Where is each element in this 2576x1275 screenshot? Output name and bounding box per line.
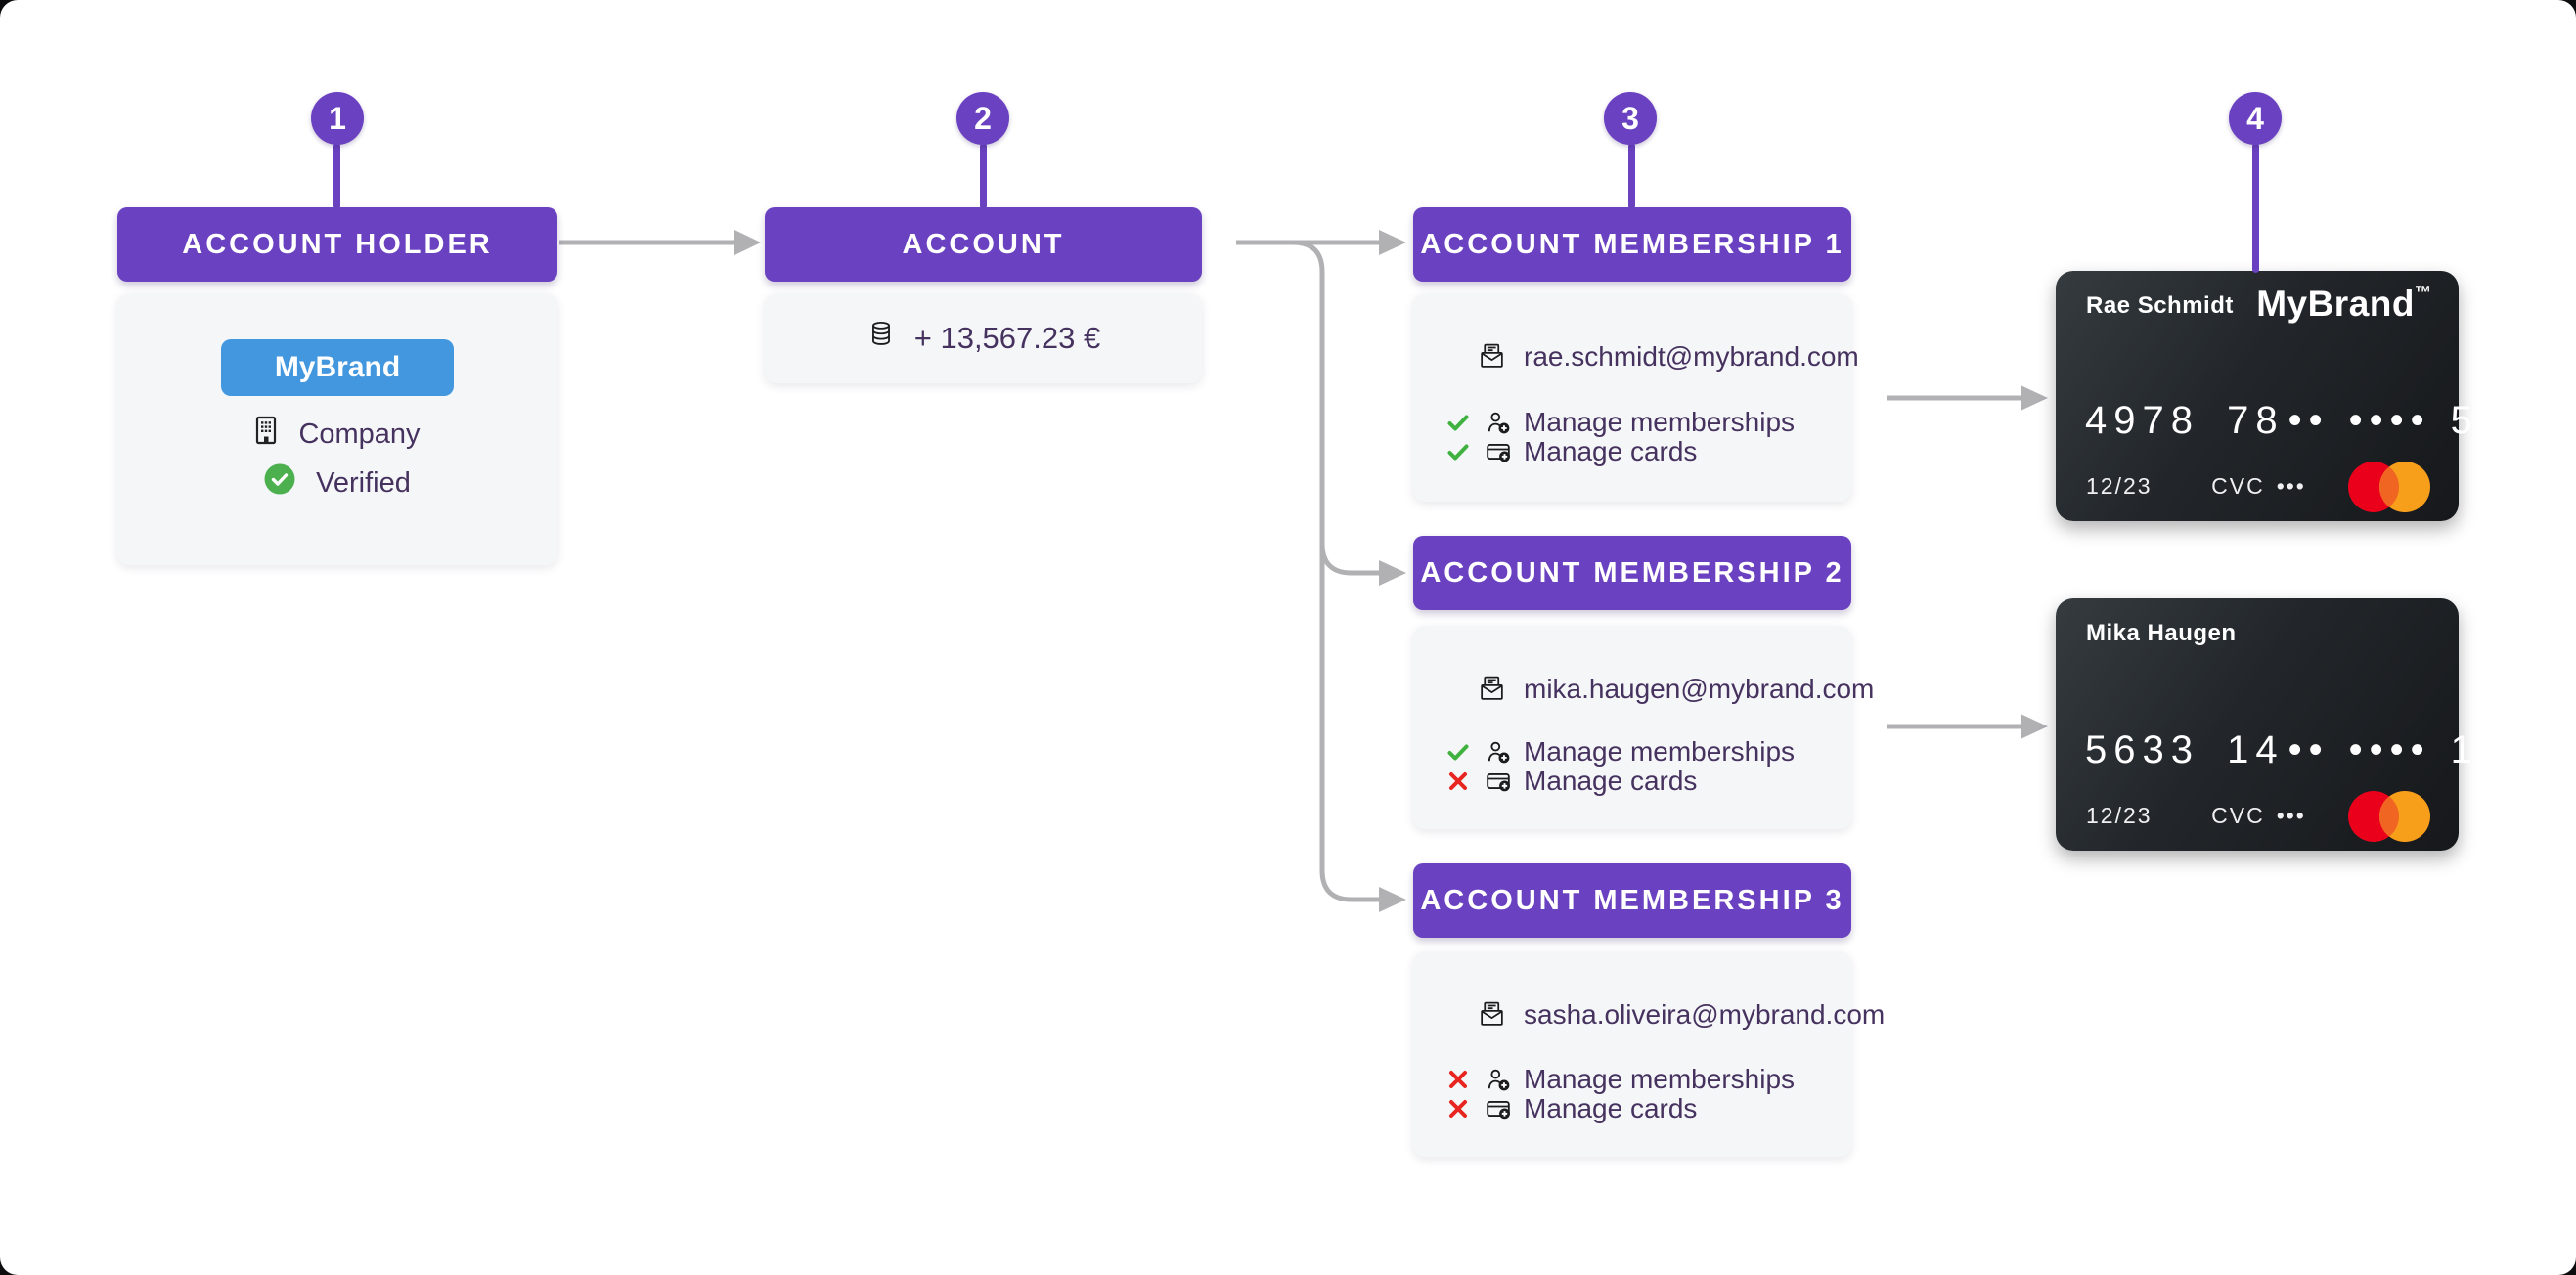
person-plus-icon xyxy=(1486,1067,1511,1097)
envelope-icon xyxy=(1478,675,1506,708)
step-badge-4: 4 xyxy=(2229,92,2282,145)
membership-3-title: ACCOUNT MEMBERSHIP 3 xyxy=(1420,884,1844,916)
card-1-brand-name: MyBrand xyxy=(2256,284,2415,324)
membership-1-header: ACCOUNT MEMBERSHIP 1 xyxy=(1413,207,1851,282)
building-icon xyxy=(254,415,278,454)
membership-3-perm-cards: Manage cards xyxy=(1413,1093,1851,1126)
balance-row: + 13,567.23 € xyxy=(765,293,1202,383)
card-1-brand: MyBrand™ xyxy=(2256,284,2431,325)
cvc-dots: ••• xyxy=(2276,802,2306,828)
card-number-start: 5633 14 xyxy=(2085,727,2285,771)
mastercard-logo xyxy=(2347,461,2431,518)
card-2-bottom-row: 12/23 CVC ••• xyxy=(2086,789,2431,842)
brand-button: MyBrand xyxy=(221,339,454,396)
card-1-cvc: CVC ••• xyxy=(2211,473,2306,500)
step-stem-4 xyxy=(2252,143,2259,273)
person-plus-icon xyxy=(1486,739,1511,769)
step-badge-1: 1 xyxy=(311,92,364,145)
mastercard-logo xyxy=(2347,790,2431,848)
company-label: Company xyxy=(298,418,421,450)
membership-3-email: sasha.oliveira@mybrand.com xyxy=(1524,999,1886,1030)
card-number-end: 1276 xyxy=(2450,727,2565,771)
card-number-masked-group: •••• xyxy=(2348,727,2431,771)
membership-3-perm-memberships: Manage memberships xyxy=(1413,1064,1851,1097)
membership-1-email-row: rae.schmidt@mybrand.com xyxy=(1413,339,1859,375)
card-1-number: 4978 78••••••5674 xyxy=(2085,397,2565,444)
membership-3-email-row: sasha.oliveira@mybrand.com xyxy=(1413,997,1885,1033)
account-holder-header: ACCOUNT HOLDER xyxy=(117,207,557,282)
membership-2-email-row: mika.haugen@mybrand.com xyxy=(1413,672,1874,708)
step-stem-1 xyxy=(333,143,340,209)
card-2-cvc: CVC ••• xyxy=(2211,803,2306,829)
account-holder-card: MyBrand Company xyxy=(117,293,557,565)
permission-status-icon xyxy=(1446,440,1470,463)
membership-1-title: ACCOUNT MEMBERSHIP 1 xyxy=(1420,228,1844,260)
card-plus-icon xyxy=(1486,1096,1511,1126)
permission-status-icon xyxy=(1446,1097,1470,1121)
cvc-label: CVC xyxy=(2211,472,2265,499)
card-1-trademark: ™ xyxy=(2415,284,2431,302)
membership-2-card: mika.haugen@mybrand.com Manage membershi… xyxy=(1413,626,1874,829)
step-stem-2 xyxy=(980,143,987,209)
card-plus-icon xyxy=(1486,769,1511,799)
company-row: Company xyxy=(117,415,557,454)
payment-card-2: Mika Haugen 5633 14••••••1276 12/23 CVC … xyxy=(2056,598,2558,851)
membership-2-header: ACCOUNT MEMBERSHIP 2 xyxy=(1413,536,1851,610)
membership-1-perm-cards: Manage cards xyxy=(1413,436,1851,469)
card-1-expiry: 12/23 xyxy=(2086,472,2153,499)
permission-status-icon xyxy=(1446,769,1470,793)
card-number-masked-dots: •• xyxy=(2287,398,2330,442)
step-badge-2: 2 xyxy=(956,92,1009,145)
brand-button-label: MyBrand xyxy=(274,351,401,383)
card-1-holder-name: Rae Schmidt xyxy=(2086,292,2234,319)
card-plus-icon xyxy=(1486,439,1511,469)
membership-1-card: rae.schmidt@mybrand.com Manage membershi… xyxy=(1413,293,1859,502)
payment-card-1: Rae Schmidt MyBrand™ 4978 78••••••5674 1… xyxy=(2056,271,2558,521)
membership-2-perm-memberships-label: Manage memberships xyxy=(1524,736,1796,767)
membership-1-email: rae.schmidt@mybrand.com xyxy=(1524,341,1859,372)
verified-row: Verified xyxy=(117,463,557,503)
membership-3-perm-memberships-label: Manage memberships xyxy=(1524,1064,1796,1094)
membership-2-perm-cards: Manage cards xyxy=(1413,766,1851,799)
step-badge-3: 3 xyxy=(1604,92,1657,145)
membership-3-card: sasha.oliveira@mybrand.com Manage member… xyxy=(1413,951,1885,1157)
card-2-expiry: 12/23 xyxy=(2086,802,2153,828)
card-2-number: 5633 14••••••1276 xyxy=(2085,726,2565,773)
account-header: ACCOUNT xyxy=(765,207,1202,282)
membership-3-perm-cards-label: Manage cards xyxy=(1524,1093,1698,1123)
envelope-icon xyxy=(1478,1000,1506,1033)
card-1-bottom-row: 12/23 CVC ••• xyxy=(2086,460,2431,512)
permission-status-icon xyxy=(1446,740,1470,764)
membership-2-perm-cards-label: Manage cards xyxy=(1524,766,1698,796)
step-stem-3 xyxy=(1628,143,1635,209)
account-holder-title: ACCOUNT HOLDER xyxy=(182,228,493,260)
permission-status-icon xyxy=(1446,411,1470,434)
membership-1-perm-memberships: Manage memberships xyxy=(1413,407,1851,440)
account-title: ACCOUNT xyxy=(902,228,1065,260)
membership-1-perm-cards-label: Manage cards xyxy=(1524,436,1698,466)
cvc-dots: ••• xyxy=(2276,472,2306,499)
card-number-start: 4978 78 xyxy=(2085,398,2285,442)
verified-label: Verified xyxy=(316,466,411,499)
cvc-label: CVC xyxy=(2211,802,2265,828)
card-number-end: 5674 xyxy=(2450,398,2565,442)
permission-status-icon xyxy=(1446,1068,1470,1091)
card-number-masked-group: •••• xyxy=(2348,398,2431,442)
card-number-masked-dots: •• xyxy=(2287,727,2330,771)
account-balance-card: + 13,567.23 € xyxy=(765,293,1202,383)
verified-icon xyxy=(264,463,295,503)
membership-1-perm-memberships-label: Manage memberships xyxy=(1524,407,1796,437)
person-plus-icon xyxy=(1486,410,1511,440)
membership-2-title: ACCOUNT MEMBERSHIP 2 xyxy=(1420,556,1844,589)
membership-2-email: mika.haugen@mybrand.com xyxy=(1524,674,1875,704)
membership-2-perm-memberships: Manage memberships xyxy=(1413,736,1851,769)
membership-3-header: ACCOUNT MEMBERSHIP 3 xyxy=(1413,863,1851,938)
balance-amount: + 13,567.23 € xyxy=(913,321,1101,355)
card-2-holder-name: Mika Haugen xyxy=(2086,620,2237,646)
envelope-icon xyxy=(1478,342,1506,375)
coins-icon xyxy=(866,319,896,358)
